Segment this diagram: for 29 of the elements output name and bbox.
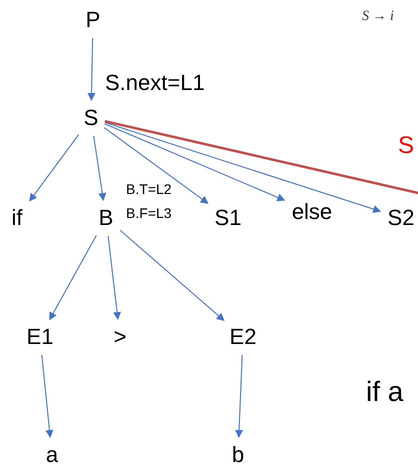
arrow [29, 134, 80, 202]
tree-node-label: S2 [384, 204, 418, 232]
arrow [88, 38, 96, 101]
arrow [104, 123, 286, 202]
tree-node-label: E2 [226, 323, 260, 351]
tree-node-label: E1 [24, 323, 56, 351]
text-label: if a [366, 375, 404, 409]
arrow [120, 230, 225, 322]
tree-node-label: if [6, 204, 28, 232]
tree-node-label: > [110, 323, 130, 351]
text-label: S → i [362, 8, 394, 26]
tree-node-label: else [288, 198, 336, 226]
arrow [104, 122, 382, 213]
tree-node-label: B [95, 204, 117, 232]
attribute-label: B.F=L3 [126, 204, 172, 223]
tree-node-label: b [229, 441, 247, 468]
tree-node-label: a [43, 441, 61, 468]
tree-node-label: S [81, 104, 101, 132]
arrow [235, 354, 244, 438]
tree-node-label: S1 [211, 204, 245, 232]
arrow [41, 354, 54, 438]
text-label: S [398, 131, 414, 161]
arrow [104, 127, 209, 204]
tree-node-label: P [83, 6, 103, 34]
arrow [93, 135, 106, 202]
attribute-label: B.T=L2 [126, 180, 172, 199]
arrow [108, 235, 122, 320]
arrow [49, 235, 97, 320]
attribute-label: S.next=L1 [105, 69, 205, 97]
